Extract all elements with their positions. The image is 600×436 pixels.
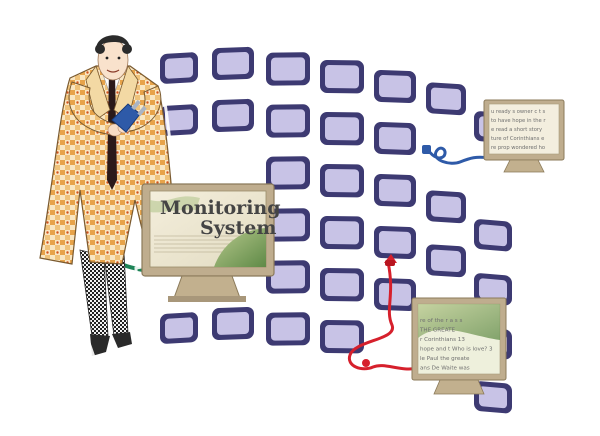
monitor-tile — [212, 46, 254, 80]
monitor-tile — [374, 121, 416, 156]
blue-power-plug-icon — [111, 99, 147, 133]
monitor-tile — [320, 215, 364, 250]
monitor-tile — [266, 260, 310, 294]
monitor-text-line: e read a short story — [491, 127, 542, 133]
monitor-tile — [266, 312, 310, 346]
red-cable — [347, 260, 420, 371]
monitor-text-line: to have hope in the r — [491, 118, 546, 124]
monitor-tile — [212, 306, 254, 340]
monitor-tile — [266, 104, 310, 138]
main-monitor: Monitoring System — [141, 183, 281, 302]
monitor-tile — [320, 163, 364, 198]
monitor-tile — [160, 52, 198, 84]
monitor-tile — [374, 277, 416, 312]
monitor-tile — [474, 273, 512, 306]
monitor-text-line: u ready s owner c t s — [491, 109, 546, 115]
monitor-tile-wall — [160, 46, 512, 414]
monitor-text-line: hope and t Who is love? 3 — [420, 347, 493, 353]
monitor-tile — [266, 208, 310, 242]
monitor-text-line: THE GREATE — [419, 328, 455, 334]
monitor-tile — [426, 190, 466, 224]
monitor-tile — [474, 219, 512, 252]
main-monitor-title-line1: Monitoring — [160, 197, 281, 219]
monitor-tile — [320, 319, 364, 354]
monitor-text-line: ture of Corinthians e — [491, 136, 544, 142]
monitor-top-right: u ready s owner c t s to have hope in the… — [483, 99, 565, 173]
monitor-tile — [474, 381, 512, 414]
monitor-tile — [374, 69, 416, 104]
monitor-tile — [426, 244, 466, 278]
red-cable-end-icon — [362, 359, 370, 367]
monitor-text-line: re of the r a s s — [420, 318, 463, 324]
monitor-tile — [320, 59, 364, 94]
monitor-tile — [374, 225, 416, 260]
monitor-tile — [426, 82, 466, 116]
monitor-top-right-text: u ready s owner c t s to have hope in the… — [491, 109, 546, 151]
monitor-tile — [320, 111, 364, 146]
monitor-tile — [266, 156, 310, 190]
monitor-text-line: r Corinthians 13 — [420, 337, 465, 343]
main-monitor-title-line2: System — [200, 217, 276, 239]
blue-cable-connector-icon — [422, 145, 431, 154]
monitor-text-line: ans De Waite was — [420, 366, 470, 372]
monitor-tile — [266, 52, 310, 86]
monitor-tile — [160, 312, 198, 344]
blue-cable — [426, 146, 492, 165]
monitor-text-line: re prop wondered ho — [491, 145, 545, 151]
monitor-tile — [212, 98, 254, 132]
red-plug-icon — [384, 254, 397, 266]
monitor-tile — [320, 267, 364, 302]
monitor-tile — [374, 173, 416, 208]
monitor-text-line: le Paul the greate — [420, 356, 470, 362]
monitor-bottom-right-text: re of the r a s s THE GREATE r Corinthian… — [419, 318, 493, 372]
monitor-bottom-right: re of the r a s s THE GREATE r Corinthian… — [411, 297, 507, 395]
